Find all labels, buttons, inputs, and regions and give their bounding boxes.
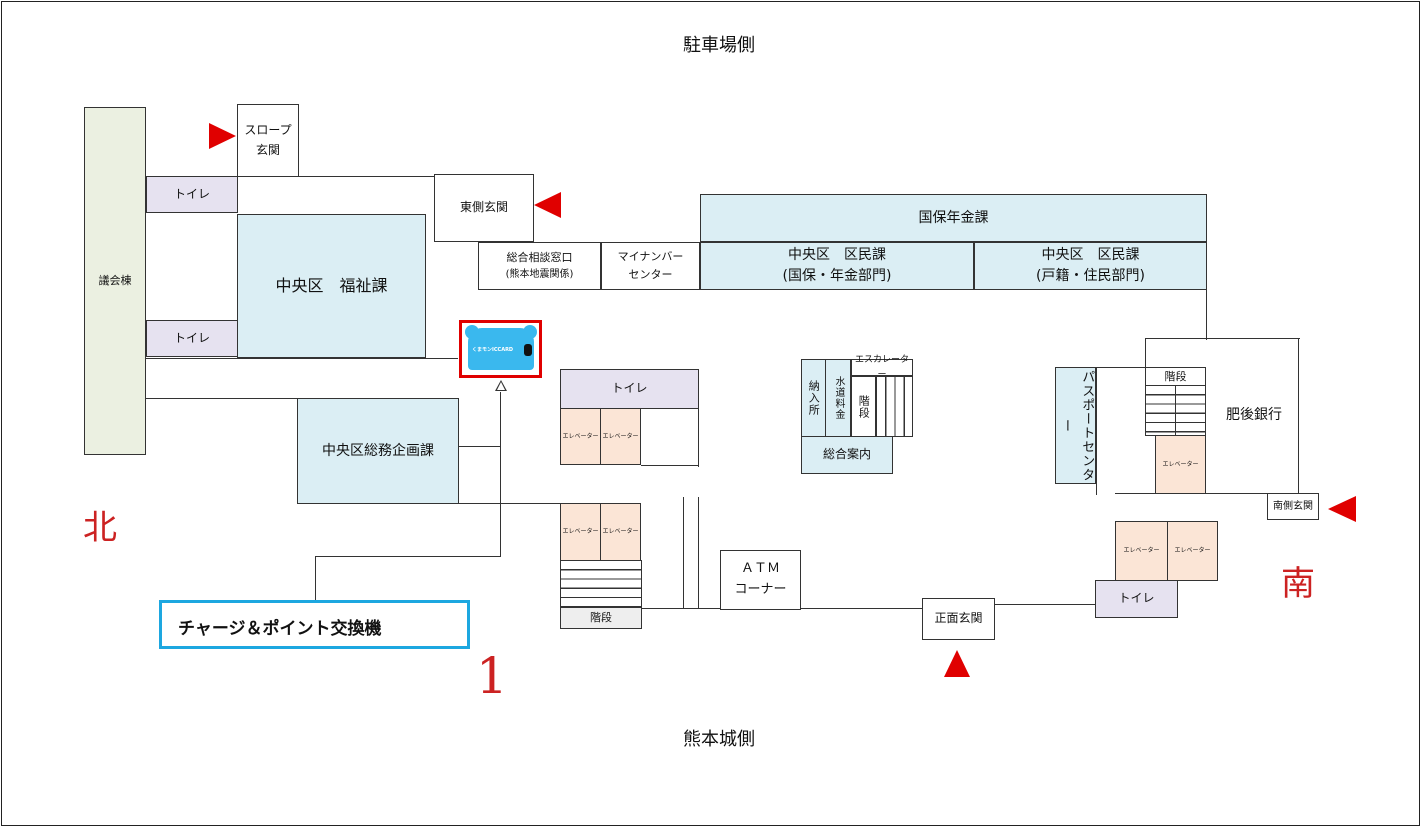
charge-point-callout: チャージ＆ポイント交換機: [159, 600, 470, 649]
payment-office: 納入所: [801, 359, 826, 437]
atm-label: ＡＴＭ: [740, 561, 780, 577]
east-entrance: 東側玄関: [434, 174, 534, 242]
east-entrance-arrow: [534, 192, 561, 218]
stairs-central-label: 階段: [560, 607, 642, 629]
atm-corner: ＡＴＭ コーナー: [720, 550, 801, 610]
consultation-desk: 総合相談窓口 (熊本地震関係): [478, 242, 601, 290]
parking-side-label: 駐車場側: [683, 35, 755, 56]
kumamon-card-icon: くまモンICCARD: [465, 325, 537, 370]
toilet-south: トイレ: [1095, 580, 1178, 618]
welfare-section: 中央区 福祉課: [237, 214, 426, 358]
kumin-a-sublabel: (国保・年金部門): [782, 268, 892, 284]
toilet-north-2: トイレ: [146, 320, 238, 357]
center-label: センター: [628, 268, 673, 281]
south-entrance: 南側玄関: [1267, 493, 1319, 520]
south-entrance-arrow: [1328, 496, 1356, 522]
location-number: 1: [476, 647, 508, 705]
escalator: エスカレーター: [851, 355, 913, 380]
charge-machine-marker[interactable]: くまモンICCARD: [459, 320, 542, 378]
consultation-sublabel: (熊本地震関係): [505, 268, 574, 280]
assembly-building: 議会棟: [84, 107, 146, 455]
stairs-central: [560, 560, 642, 608]
slope-label: スロープ: [244, 123, 292, 138]
general-info: 総合案内: [801, 436, 893, 474]
elevator-c1: エレベーター: [560, 408, 601, 465]
consultation-label: 総合相談窓口: [506, 251, 573, 265]
toilet-north-1: トイレ: [146, 176, 238, 213]
mynumber-center: マイナンバー センター: [601, 242, 700, 290]
planning-section: 中央区総務企画課: [297, 398, 459, 504]
south-label: 南: [1281, 564, 1315, 604]
kumin-b-sublabel: (戸籍・住民部門): [1036, 268, 1145, 284]
elevator-s1: エレベーター: [1155, 435, 1206, 494]
elevator-c4: エレベーター: [600, 503, 641, 561]
kokuho-nenkin-section: 国保年金課: [700, 194, 1207, 242]
stairs-south-label: 階段: [1145, 367, 1206, 386]
toilet-central: トイレ: [560, 369, 699, 409]
water-fee: 水道料金: [825, 359, 851, 437]
elevator-s2: エレベーター: [1115, 521, 1168, 581]
castle-side-label: 熊本城側: [683, 729, 755, 750]
elevator-c3: エレベーター: [560, 503, 601, 561]
front-entrance-arrow: [944, 650, 970, 677]
passport-center: パスポートセンター: [1055, 367, 1096, 484]
stairs-info: 階段: [851, 376, 876, 437]
escalator-steps: [876, 376, 913, 437]
mynumber-label: マイナンバー: [617, 250, 684, 264]
corner-label: コーナー: [734, 582, 787, 597]
slope-entrance-arrow: [209, 123, 236, 149]
elevator-s3: エレベーター: [1167, 521, 1218, 581]
card-logo-text: くまモンICCARD: [472, 347, 514, 353]
kumin-b-label: 中央区 区民課: [1041, 247, 1140, 263]
north-label: 北: [83, 508, 117, 548]
slope-entrance: スロープ 玄関: [237, 104, 299, 177]
entrance-label: 玄関: [255, 142, 280, 157]
kumin-section-b: 中央区 区民課 (戸籍・住民部門): [974, 242, 1207, 290]
front-entrance: 正面玄関: [922, 598, 995, 640]
kumin-section-a: 中央区 区民課 (国保・年金部門): [700, 242, 974, 290]
kumin-a-label: 中央区 区民課: [788, 247, 886, 263]
elevator-c2: エレベーター: [600, 408, 641, 465]
higo-bank: 肥後銀行: [1226, 407, 1282, 423]
